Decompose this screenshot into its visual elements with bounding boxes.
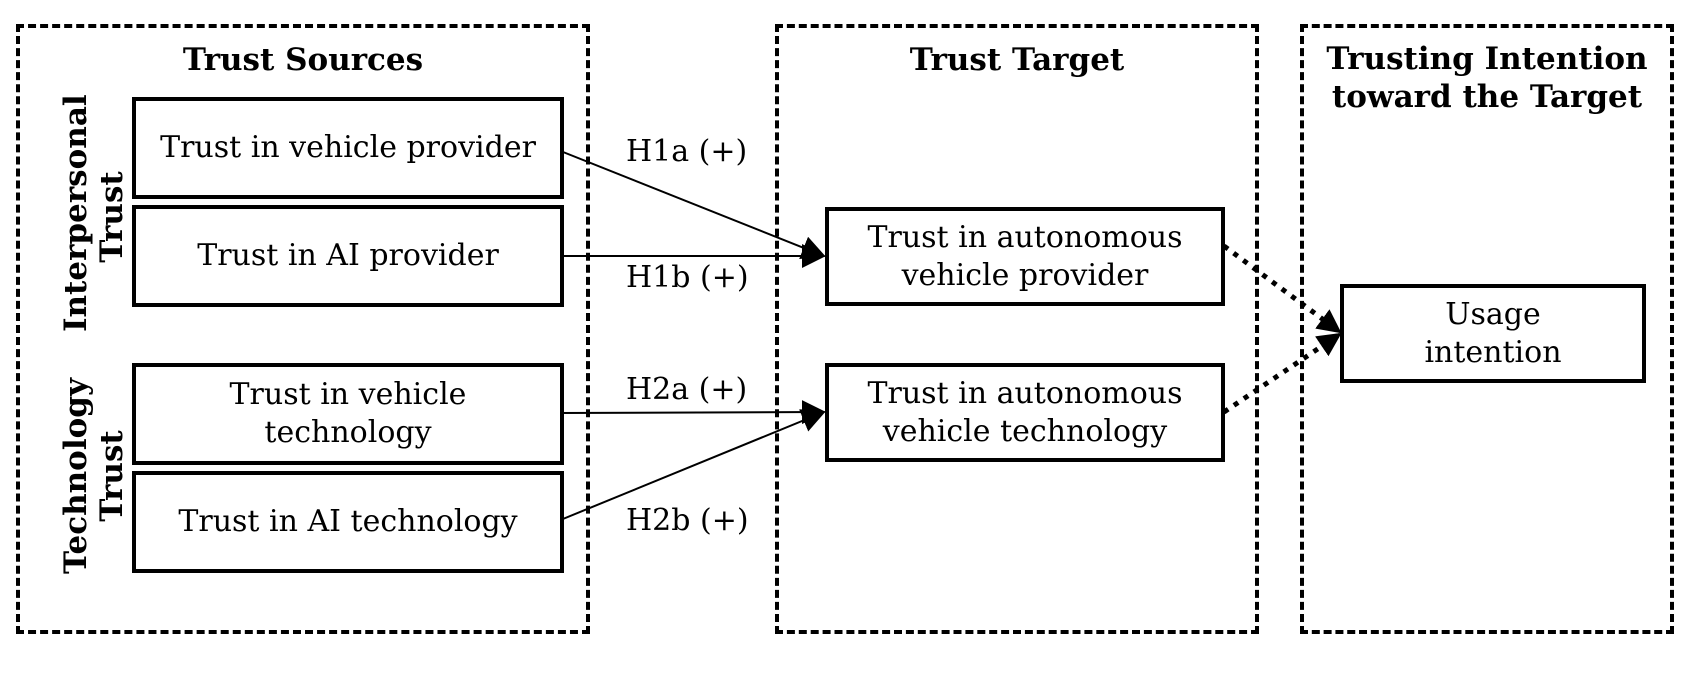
box-trust-in-vehicle-technology: Trust in vehicle technology: [132, 363, 564, 465]
hypothesis-h2b-label: H2b (+): [626, 503, 749, 538]
box-trust-in-autonomous-vehicle-provider: Trust in autonomous vehicle provider: [825, 207, 1225, 306]
dotted-arrow-technology-to-usage: [1222, 331, 1342, 415]
trusting-intention-group: Trusting Intention toward the Target: [1300, 24, 1674, 634]
arrow-h2a: [557, 400, 826, 425]
dotted-arrow-provider-to-usage: [1222, 243, 1342, 335]
box-trust-in-vehicle-provider: Trust in vehicle provider: [132, 97, 564, 199]
trust-target-title: Trust Target: [909, 42, 1125, 78]
arrow-h2b: [557, 409, 826, 522]
trust-sources-group: Trust Sources: [16, 24, 590, 634]
box-usage-intention: Usage intention: [1340, 284, 1646, 383]
hypothesis-h1a-label: H1a (+): [626, 134, 748, 169]
box-trust-in-autonomous-vehicle-technology: Trust in autonomous vehicle technology: [825, 363, 1225, 462]
box-trust-in-ai-provider: Trust in AI provider: [132, 205, 564, 307]
box-trust-in-ai-technology: Trust in AI technology: [132, 471, 564, 573]
hypothesis-h1b-label: H1b (+): [626, 260, 749, 295]
hypothesis-h2a-label: H2a (+): [626, 372, 748, 407]
trusting-intention-title: Trusting Intention toward the Target: [1326, 41, 1648, 115]
arrow-h1a: [557, 149, 826, 260]
trust-target-group: Trust Target: [775, 24, 1259, 634]
trust-sources-title: Trust Sources: [182, 42, 424, 78]
